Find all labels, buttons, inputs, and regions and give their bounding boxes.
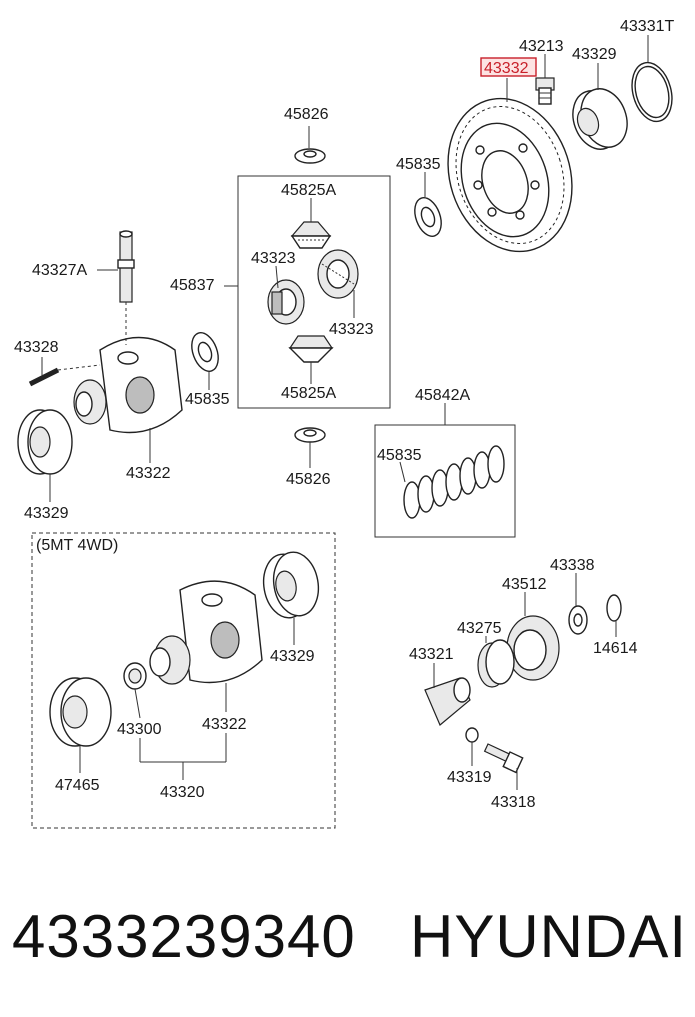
label-5mt-4wd: (5MT 4WD): [36, 537, 118, 554]
pinion-kit-box: [237, 175, 391, 409]
part-footer: 4333239340 HYUNDAI: [0, 895, 695, 985]
label-45835-gear: 45835: [396, 156, 441, 173]
gear-43512: [506, 615, 560, 681]
label-43329-left: 43329: [24, 505, 69, 522]
label-43323-b: 43323: [329, 321, 374, 338]
label-43331T: 43331T: [620, 18, 674, 35]
label-43300: 43300: [117, 721, 162, 738]
label-47465: 47465: [55, 777, 100, 794]
label-45837: 45837: [170, 277, 215, 294]
label-43338: 43338: [550, 557, 595, 574]
snap-ring-14614: [606, 594, 622, 622]
label-43320: 43320: [160, 784, 205, 801]
label-43318: 43318: [491, 794, 536, 811]
label-45826-top: 45826: [284, 106, 329, 123]
4wd-group-box: [31, 532, 336, 829]
label-45835-left: 45835: [185, 391, 230, 408]
leader-lines: [41, 35, 649, 790]
washer-45826-bottom: [294, 427, 326, 443]
label-43322-top: 43322: [126, 465, 171, 482]
bearing-47465: [49, 677, 112, 747]
seal-43300: [123, 662, 147, 690]
label-45825A-top: 45825A: [281, 182, 336, 199]
bolt-43213: [535, 77, 555, 105]
label-43512: 43512: [502, 576, 547, 593]
washer-45826-top: [294, 148, 326, 164]
label-43323-a: 43323: [251, 250, 296, 267]
washer-43319: [465, 727, 479, 743]
side-gear-45825A-bottom: [288, 335, 334, 363]
label-43327A: 43327A: [32, 262, 87, 279]
bearing-43329-4wd: [262, 551, 320, 619]
washer-set-45842A: [403, 445, 505, 519]
highlight-box-43332: [480, 57, 537, 77]
pin-43328: [28, 367, 60, 387]
label-43328: 43328: [14, 339, 59, 356]
washer-43338: [568, 605, 588, 635]
exploded-parts-diagram: 43331T 43213 43332 43329 45826 45835 458…: [14, 18, 674, 829]
label-43275: 43275: [457, 620, 502, 637]
label-43329-top: 43329: [572, 46, 617, 63]
bearing-43275: [477, 639, 515, 688]
shaft-43321: [424, 677, 471, 726]
label-45826-bottom: 45826: [286, 471, 331, 488]
bolt-43318: [483, 743, 524, 774]
label-43329-4wd: 43329: [270, 648, 315, 665]
ring-gear-43332: [447, 97, 573, 253]
bearing-43329-left: [17, 409, 73, 475]
part-number: 4333239340: [12, 903, 356, 970]
label-45835-set: 45835: [377, 447, 422, 464]
label-45825A-bottom: 45825A: [281, 385, 336, 402]
washer-45835-gear: [414, 197, 442, 237]
diff-case-43322: [73, 336, 183, 434]
label-43322-4wd: 43322: [202, 716, 247, 733]
pinion-43323-left: [267, 279, 305, 325]
pinion-shaft-43327A: [117, 230, 135, 303]
diff-case-43322-4wd: [149, 580, 263, 685]
brand-name: HYUNDAI: [410, 903, 688, 970]
washer-45835-left: [191, 332, 219, 372]
label-45842A: 45842A: [415, 387, 470, 404]
label-43213: 43213: [519, 38, 564, 55]
label-43319: 43319: [447, 769, 492, 786]
pinion-43323-right: [317, 249, 359, 299]
bearing-43329-top: [572, 88, 628, 150]
shim-43331T: [631, 61, 673, 123]
label-43332-highlighted[interactable]: 43332: [484, 60, 529, 77]
label-43321: 43321: [409, 646, 454, 663]
side-gear-45825A-top: [290, 221, 332, 249]
label-14614: 14614: [593, 640, 638, 657]
